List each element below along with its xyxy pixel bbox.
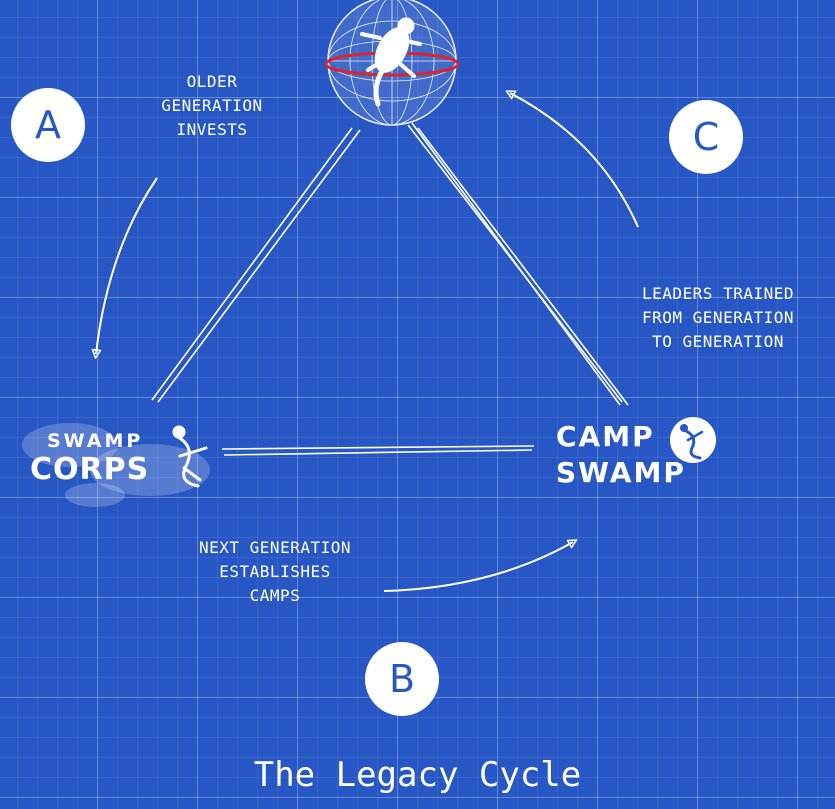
arrow-b-curve xyxy=(383,542,573,592)
world-map-icon xyxy=(22,423,210,507)
swamp-corps-logo-line1: SWAMP xyxy=(47,430,144,452)
camp-swamp-logo-line2: SWAMP xyxy=(556,456,686,489)
edge-swamp-corps-to-camp-swamp xyxy=(221,445,535,456)
badge-b: B xyxy=(365,642,439,716)
caption-next-generation: NEXT GENERATION ESTABLISHES CAMPS xyxy=(199,538,351,605)
badge-c: C xyxy=(669,100,743,174)
swamp-corps-lizard-icon xyxy=(172,425,208,488)
camp-swamp-emblem-icon xyxy=(670,417,716,463)
badge-a: A xyxy=(11,88,85,162)
arrow-a-curve xyxy=(96,177,158,354)
caption-leaders-trained: LEADERS TRAINED FROM GENERATION TO GENER… xyxy=(642,284,794,351)
caption-older-generation: OLDER GENERATION INVESTS xyxy=(161,72,263,139)
arrow-c-curve xyxy=(510,93,639,228)
camp-swamp-logo-line1: CAMP xyxy=(556,420,655,453)
swamp-corps-logo-line2: CORPS xyxy=(30,452,150,487)
edge-globe-to-swamp-corps xyxy=(151,127,361,403)
edge-globe-to-camp-swamp xyxy=(407,122,629,406)
diagram-title: The Legacy Cycle xyxy=(253,755,582,795)
lizard-icon xyxy=(360,17,422,107)
